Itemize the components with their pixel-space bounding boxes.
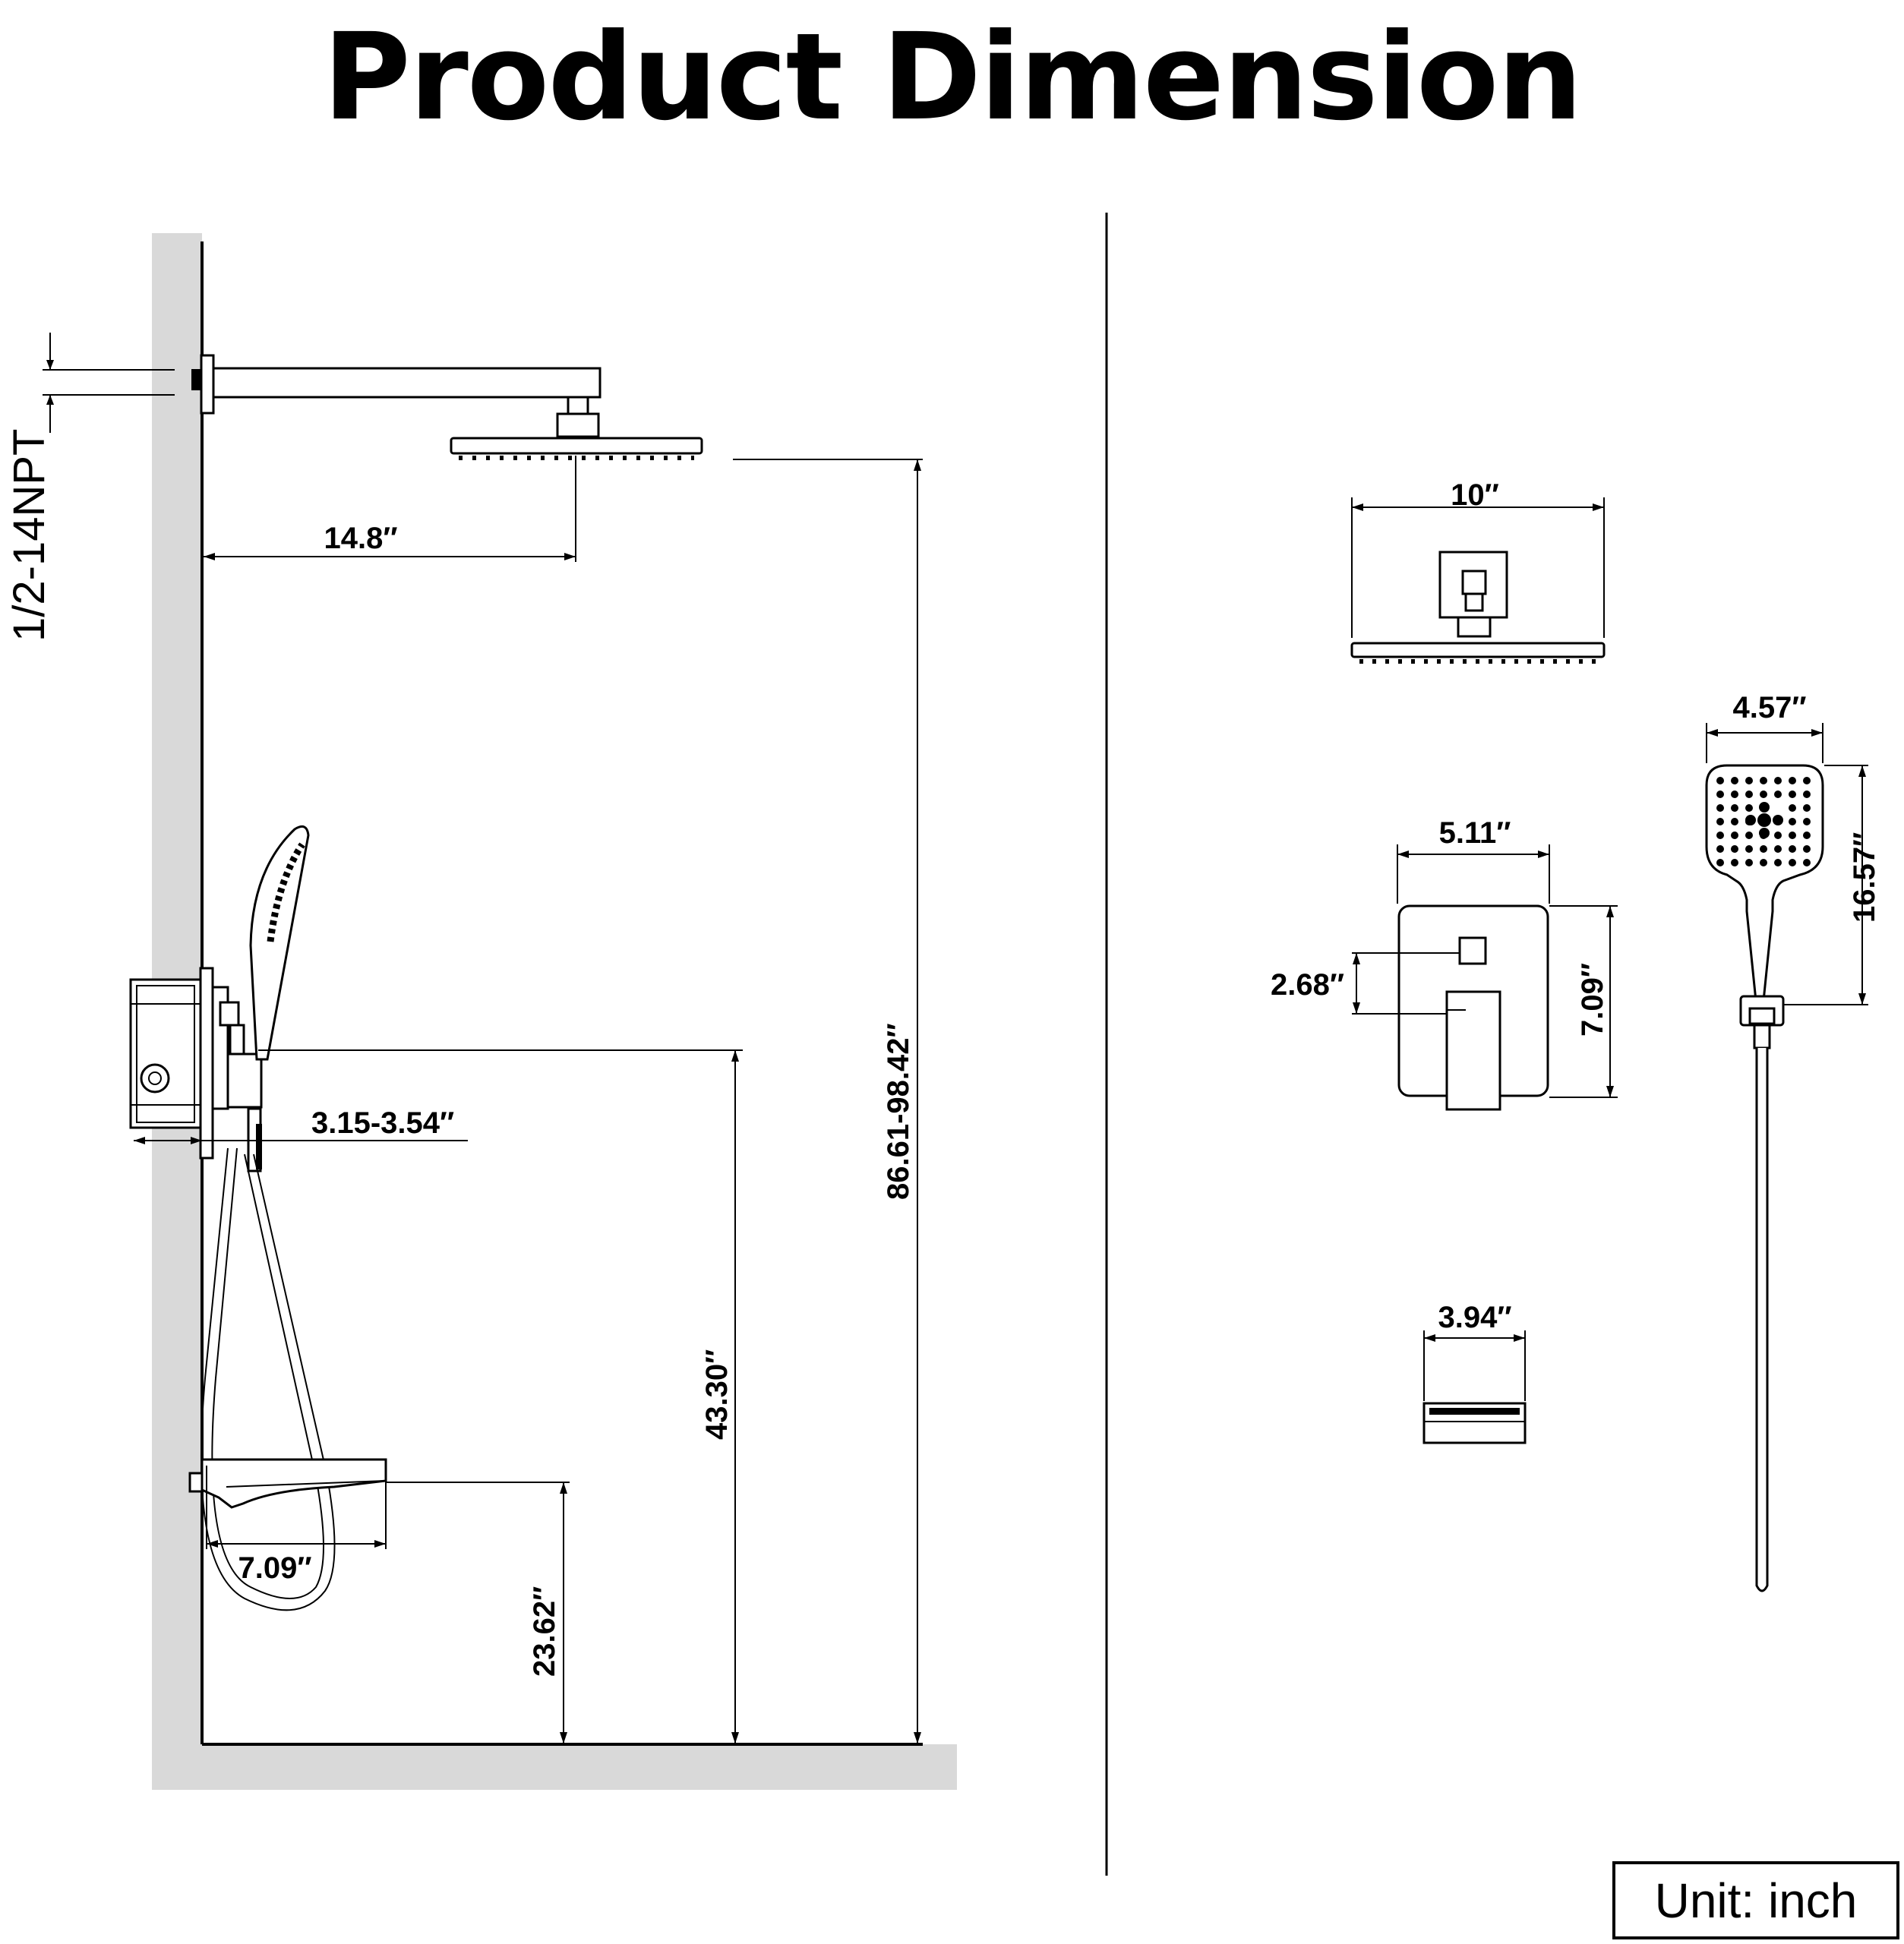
hand-shower-width-label: 4.57″	[1732, 691, 1806, 724]
total-height-label: 86.61-98.42″	[882, 1023, 915, 1200]
spray-nozzle	[1803, 818, 1811, 825]
spray-nozzle	[1731, 791, 1738, 798]
spout-width-label: 3.94″	[1438, 1301, 1511, 1334]
spray-nozzle	[1745, 859, 1753, 866]
valve-depth-dimension: 3.15-3.54″	[134, 1106, 468, 1144]
spray-nozzle	[1789, 845, 1796, 853]
tub-spout-side	[188, 1458, 387, 1509]
spray-nozzle	[1731, 777, 1738, 784]
spray-nozzle	[1745, 832, 1753, 839]
trim-plate-front: 5.11″ 7.09″ 2.68″	[1271, 816, 1618, 1111]
hand-shower-height-label: 16.57″	[1848, 832, 1881, 923]
spray-nozzle	[1774, 791, 1782, 798]
spray-nozzle	[1760, 777, 1767, 784]
spray-nozzle	[1716, 804, 1724, 812]
thread-dimension: 1/2-14NPT	[5, 333, 175, 642]
spray-nozzle	[1745, 845, 1753, 853]
spray-center-nozzle	[1745, 815, 1756, 825]
spray-nozzle	[1774, 845, 1782, 853]
valve-height-label: 43.30″	[700, 1349, 734, 1440]
trim-plate-width-label: 5.11″	[1439, 816, 1511, 850]
spray-nozzle	[1803, 777, 1811, 784]
spout-height-label: 23.62″	[528, 1586, 561, 1677]
spray-nozzle	[1716, 791, 1724, 798]
spray-nozzle	[1716, 777, 1724, 784]
rain-shower-front: 10″	[1350, 478, 1606, 664]
total-height-dimension: 86.61-98.42″	[733, 459, 923, 1744]
spray-nozzle	[1789, 818, 1796, 825]
spray-nozzle	[1716, 845, 1724, 853]
spray-nozzle	[1731, 859, 1738, 866]
unit-label: Unit: inch	[1612, 1861, 1899, 1939]
rain-shower-side	[191, 354, 703, 460]
spray-nozzle	[1789, 791, 1796, 798]
valve-body-side	[129, 967, 263, 1172]
spray-nozzle	[1760, 859, 1767, 866]
hand-shower-side	[229, 825, 310, 1061]
spray-nozzle	[1789, 832, 1796, 839]
hose-side	[200, 1147, 336, 1611]
handle-offset-label: 2.68″	[1271, 968, 1344, 1002]
spray-nozzle	[1803, 804, 1811, 812]
spray-nozzle	[1789, 804, 1796, 812]
arm-reach-label: 14.8″	[324, 522, 397, 555]
spray-nozzle	[1774, 832, 1782, 839]
spray-nozzle	[1731, 804, 1738, 812]
spout-reach-label: 7.09″	[238, 1551, 311, 1585]
spout-height-dimension: 23.62″	[386, 1482, 570, 1744]
spray-center-nozzle	[1759, 802, 1770, 813]
spray-nozzle	[1760, 791, 1767, 798]
spray-nozzle	[1803, 832, 1811, 839]
spray-nozzle	[1716, 818, 1724, 825]
page-title: Product Dimension	[323, 8, 1583, 147]
spray-nozzle	[1803, 791, 1811, 798]
thread-spec-label: 1/2-14NPT	[5, 429, 54, 642]
spray-nozzle	[1774, 859, 1782, 866]
spray-nozzle	[1716, 832, 1724, 839]
valve-height-dimension: 43.30″	[258, 1049, 743, 1744]
spray-nozzle	[1760, 845, 1767, 853]
spray-nozzle	[1789, 859, 1796, 866]
spray-nozzle	[1731, 845, 1738, 853]
spray-nozzle	[1731, 818, 1738, 825]
spray-nozzle	[1745, 804, 1753, 812]
spout-reach-dimension: 7.09″	[206, 1466, 387, 1585]
spray-nozzle	[1803, 859, 1811, 866]
tub-spout-front: 3.94″	[1422, 1301, 1527, 1444]
spray-nozzle	[1745, 791, 1753, 798]
spray-nozzle	[1745, 777, 1753, 784]
shower-head-width-label: 10″	[1451, 478, 1499, 512]
arm-reach-dimension: 14.8″	[204, 456, 576, 562]
spray-center-nozzle	[1773, 815, 1783, 825]
spray-nozzle	[1731, 832, 1738, 839]
spray-nozzle	[1789, 777, 1796, 784]
spray-nozzle	[1774, 777, 1782, 784]
spray-face	[1716, 777, 1811, 866]
trim-plate-height-label: 7.09″	[1576, 963, 1609, 1037]
spray-center-nozzle	[1757, 813, 1771, 827]
valve-depth-label: 3.15-3.54″	[311, 1106, 454, 1140]
spray-nozzle	[1803, 845, 1811, 853]
hand-shower-front: 4.57″ 16.57″	[1705, 691, 1881, 1592]
spray-center-nozzle	[1759, 828, 1770, 838]
spray-nozzle	[1716, 859, 1724, 866]
